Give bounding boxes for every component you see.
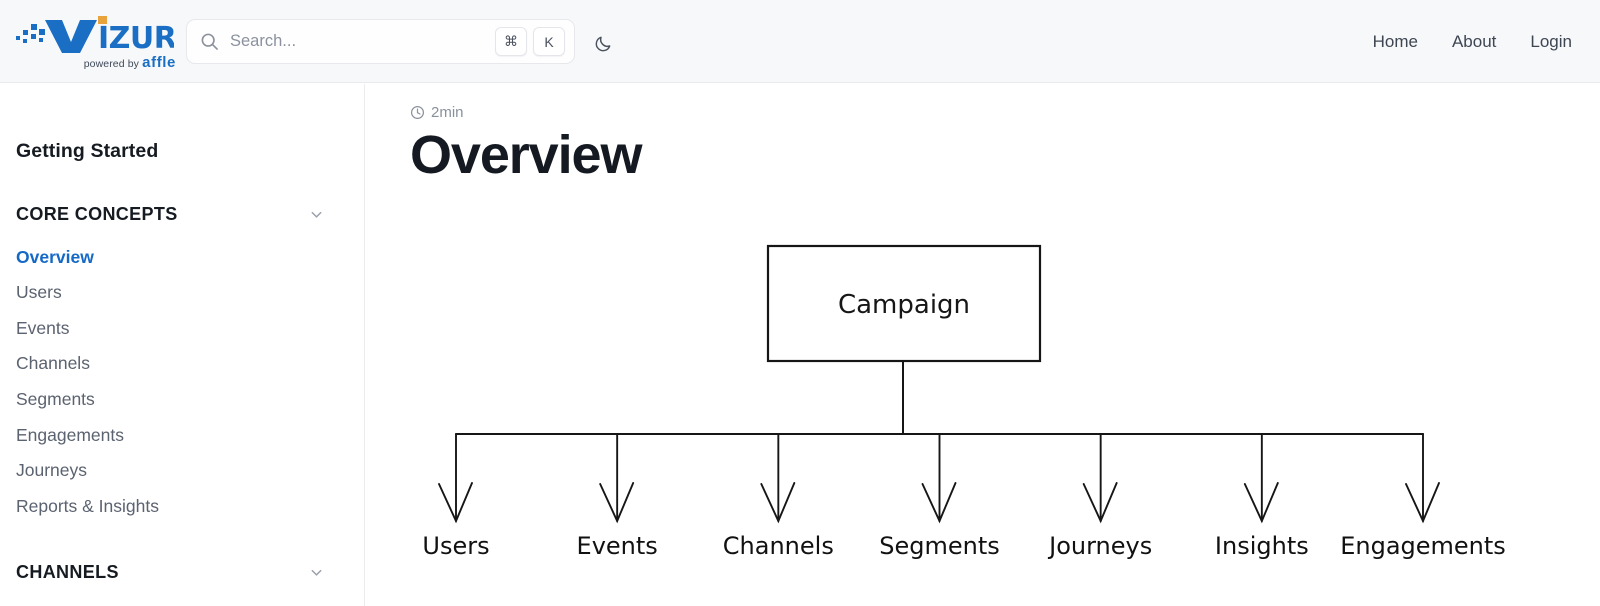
svg-text:IZURY: IZURY: [98, 21, 174, 56]
sidebar-item-journeys[interactable]: Journeys: [16, 460, 88, 481]
sidebar-item-events[interactable]: Events: [16, 317, 70, 338]
search-icon: [200, 32, 219, 51]
diagram-arrowhead-icon: [1243, 482, 1279, 524]
campaign-hierarchy-diagram: Campaign Users Events Channels Segments Jour…: [422, 244, 1506, 560]
sidebar-item-overview[interactable]: Overview: [16, 246, 94, 267]
diagram-arrowhead-icon: [1082, 482, 1118, 524]
sidebar-item-segments[interactable]: Segments: [16, 389, 95, 410]
sidebar: Getting Started CORE CONCEPTS Overview U…: [0, 84, 365, 606]
shortcut-modifier-key[interactable]: ⌘: [495, 27, 527, 56]
top-header: IZURY powered by affle ⌘ K Home About Lo…: [0, 0, 1600, 83]
diagram-child-label-users: Users: [422, 532, 489, 560]
diagram-child-label-channels: Channels: [723, 532, 834, 560]
sidebar-item-getting-started[interactable]: Getting Started: [16, 140, 159, 162]
vizury-logo-icon: IZURY: [16, 16, 174, 56]
shortcut-letter-key[interactable]: K: [533, 27, 565, 56]
read-time: 2min: [410, 104, 464, 121]
sidebar-list-core-concepts: Overview Users Events Channels Segments …: [16, 239, 348, 524]
diagram-arrowhead-icon: [599, 482, 635, 524]
powered-by-text: powered by: [83, 58, 139, 70]
diagram-arrowhead-icon: [438, 482, 473, 524]
moon-icon: [595, 36, 610, 51]
logo-tagline: powered by affle: [26, 54, 176, 71]
nav-link-login[interactable]: Login: [1530, 31, 1572, 51]
sidebar-item-engagements[interactable]: Engagements: [16, 424, 124, 445]
diagram-root-label: Campaign: [838, 290, 970, 320]
diagram-child-label-engagements: Engagements: [1340, 532, 1506, 560]
sidebar-item-channels[interactable]: Channels: [16, 353, 90, 374]
sidebar-section-core-concepts[interactable]: CORE CONCEPTS: [16, 204, 348, 225]
search-bar[interactable]: ⌘ K: [186, 19, 575, 64]
logo[interactable]: IZURY powered by affle: [14, 12, 176, 72]
chevron-down-icon: [309, 207, 348, 222]
diagram-child-labels: Users Events Channels Segments Journeys Insig…: [422, 532, 1505, 560]
sidebar-item-users[interactable]: Users: [16, 282, 62, 303]
diagram-arrowhead-icon: [921, 482, 957, 524]
main-content: 2min Overview Campaign Users Events Channe…: [365, 84, 1600, 606]
primary-nav: Home About Login: [1373, 0, 1572, 83]
search-input[interactable]: [230, 32, 489, 51]
chevron-down-icon: [309, 565, 348, 580]
clock-icon: [410, 105, 425, 120]
theme-toggle-button[interactable]: [589, 29, 617, 57]
diagram-child-label-events: Events: [577, 532, 658, 560]
affle-text: affle: [142, 54, 176, 71]
page-title: Overview: [410, 125, 642, 185]
read-time-label: 2min: [431, 104, 464, 121]
diagram-child-label-segments: Segments: [879, 532, 1000, 560]
diagram-arrowhead-icon: [760, 482, 796, 524]
sidebar-item-reports-insights[interactable]: Reports & Insights: [16, 495, 159, 516]
diagram-arrowhead-icon: [1405, 482, 1440, 524]
nav-link-about[interactable]: About: [1451, 31, 1497, 51]
sidebar-section-title: CHANNELS: [16, 562, 119, 583]
diagram-child-label-insights: Insights: [1215, 532, 1309, 560]
sidebar-section-channels[interactable]: CHANNELS: [16, 562, 348, 583]
diagram-child-label-journeys: Journeys: [1047, 532, 1152, 560]
nav-link-home[interactable]: Home: [1372, 31, 1418, 51]
sidebar-section-title: CORE CONCEPTS: [16, 204, 178, 224]
